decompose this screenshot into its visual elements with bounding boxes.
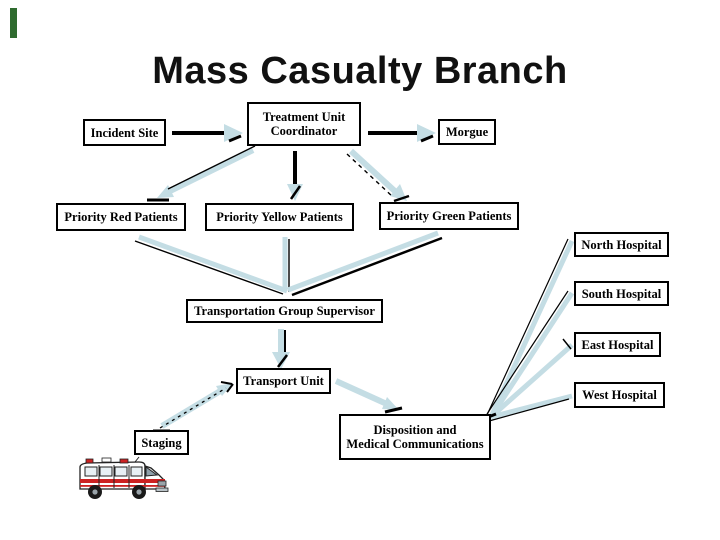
node-north-hospital: North Hospital <box>574 232 669 257</box>
slide-title: Mass Casualty Branch <box>152 50 568 92</box>
ambulance-icon <box>79 456 169 499</box>
arrow-supervisor-to-transport-unit <box>272 329 290 369</box>
node-incident-site-label: Incident Site <box>90 125 159 140</box>
node-staging-label: Staging <box>141 435 182 450</box>
node-staging: Staging <box>134 430 189 455</box>
arrow-coordinator-to-priority-yellow <box>287 151 303 201</box>
line-disposition-to-south-hospital <box>486 290 575 419</box>
node-incident-site: Incident Site <box>83 119 166 146</box>
node-east-hospital: East Hospital <box>574 332 661 357</box>
line-disposition-to-north-hospital <box>486 238 575 419</box>
arrow-incident-site-to-coordinator <box>172 124 243 143</box>
node-treatment-unit-coordinator: Treatment Unit Coordinator <box>247 102 361 146</box>
node-east-hospital-label: East Hospital <box>581 337 654 352</box>
node-priority-yellow-patients: Priority Yellow Patients <box>205 203 354 231</box>
arrow-coordinator-to-priority-green <box>346 148 410 203</box>
node-west-hospital-label: West Hospital <box>582 388 657 402</box>
node-treatment-unit-coordinator-line2: Coordinator <box>270 124 338 138</box>
node-transport-unit: Transport Unit <box>236 368 331 394</box>
node-priority-green-patients: Priority Green Patients <box>379 202 519 230</box>
line-disposition-to-east-hospital <box>489 338 574 419</box>
arrow-transport-unit-to-disposition <box>334 378 403 414</box>
line-priority-red-to-supervisor <box>134 234 288 295</box>
node-west-hospital: West Hospital <box>574 382 665 408</box>
node-priority-green-patients-label: Priority Green Patients <box>386 209 512 223</box>
line-priority-yellow-to-supervisor <box>282 237 290 292</box>
node-priority-red-patients: Priority Red Patients <box>56 203 186 231</box>
node-transportation-group-supervisor: Transportation Group Supervisor <box>186 299 383 323</box>
arrow-staging-to-transport-unit <box>153 381 234 433</box>
arrow-coordinator-to-priority-red <box>147 145 256 202</box>
node-priority-yellow-patients-label: Priority Yellow Patients <box>216 210 343 224</box>
node-morgue: Morgue <box>438 119 496 145</box>
node-north-hospital-label: North Hospital <box>581 237 662 252</box>
node-priority-red-patients-label: Priority Red Patients <box>64 210 178 224</box>
node-disposition-medical-communications: Disposition and Medical Communications <box>339 414 491 460</box>
node-morgue-label: Morgue <box>445 125 489 139</box>
node-transport-unit-label: Transport Unit <box>243 374 324 388</box>
line-priority-green-to-supervisor <box>287 230 443 297</box>
green-accent-bar <box>10 8 17 38</box>
node-disposition-line2: Medical Communications <box>346 437 484 451</box>
node-treatment-unit-coordinator-line1: Treatment Unit <box>262 110 346 124</box>
arrow-coordinator-to-morgue <box>368 124 436 143</box>
node-south-hospital: South Hospital <box>574 281 669 306</box>
node-disposition-line1: Disposition and <box>373 423 457 437</box>
node-transportation-group-supervisor-label: Transportation Group Supervisor <box>194 304 375 318</box>
node-south-hospital-label: South Hospital <box>581 286 662 301</box>
